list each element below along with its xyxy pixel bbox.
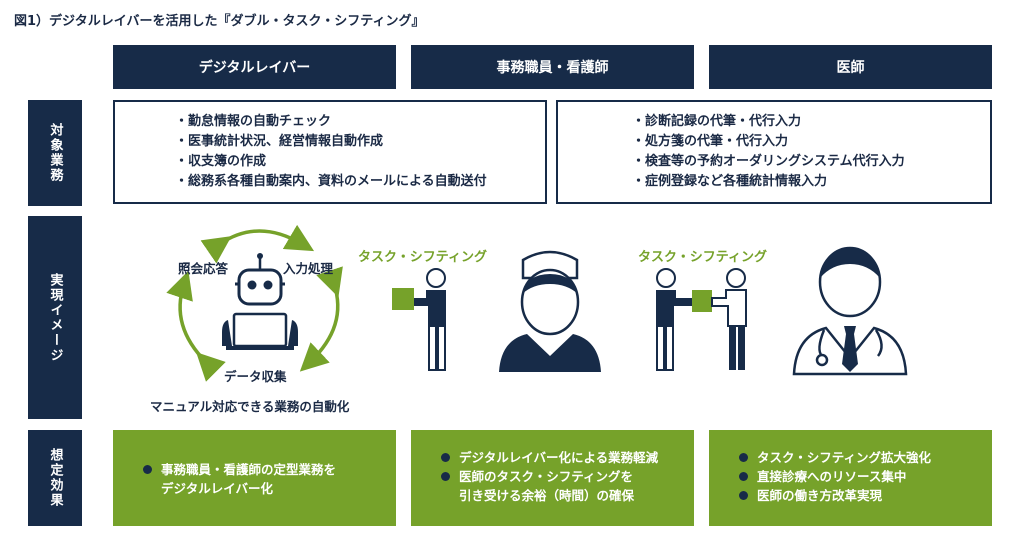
column-header-doctor: 医師 (709, 45, 992, 89)
target-tasks-left-box: ・勤怠情報の自動チェック ・医事統計状況、経営情報自動作成 ・収支簿の作成 ・総… (113, 100, 547, 204)
target-task-item: ・医事統計状況、経営情報自動作成 (175, 134, 384, 149)
row-header-target-tasks: 対象業務 (28, 100, 82, 206)
robot-cycle-illustration (166, 224, 343, 382)
effect-text: 医師のタスク・シフティングを (459, 469, 634, 484)
effect-text: 引き受ける余裕（時間）の確保 (459, 488, 635, 503)
cycle-arrow-right-icon (299, 266, 343, 372)
cycle-arrow-top-icon (200, 224, 315, 264)
target-task-item: ・勤怠情報の自動チェック (175, 114, 332, 129)
effect-box-doctor: タスク・シフティング拡大強化 直接診療へのリソース集中 医師の働き方改革実現 (709, 430, 992, 526)
person-handing-box-icon (392, 268, 446, 371)
target-task-item: ・総務系各種自動案内、資料のメールによる自動送付 (175, 174, 487, 189)
robot-label-data-collection: データ収集 (224, 369, 287, 384)
target-task-item: ・処方箋の代筆・代行入力 (632, 134, 789, 149)
effect-box-staff-nurse: デジタルレイバー化による業務軽減 医師のタスク・シフティングを 引き受ける余裕（… (411, 430, 694, 526)
bullet-icon (739, 453, 748, 462)
effect-text: デジタルレイバー化 (161, 481, 274, 496)
effect-text: 医師の働き方改革実現 (757, 488, 883, 503)
nurse-icon (499, 250, 601, 372)
effect-item: 直接診療へのリソース集中 (739, 467, 931, 486)
effect-box-digital-labor: 事務職員・看護師の定型業務を デジタルレイバー化 (113, 430, 396, 526)
target-task-item: ・診断記録の代筆・代行入力 (632, 114, 802, 129)
column-header-digital-labor: デジタルレイバー (113, 45, 396, 89)
bullet-icon (441, 453, 450, 462)
doctor-icon (792, 246, 908, 376)
row-header-image: 実現イメージ (28, 216, 82, 419)
column-header-staff-nurse: 事務職員・看護師 (411, 45, 694, 89)
bullet-icon (739, 491, 748, 500)
bullet-icon (739, 472, 748, 481)
row-header-effects: 想定効果 (28, 430, 82, 526)
bullet-icon (441, 472, 450, 481)
effect-text: 事務職員・看護師の定型業務を (161, 462, 337, 477)
robot-label-input: 入力処理 (283, 261, 334, 276)
robot-label-inquiry: 照会応答 (178, 261, 229, 276)
figure-title: 図1）デジタルレイバーを活用した『ダブル・タスク・シフティング』 (14, 14, 425, 29)
task-shifting-label-2: タスク・シフティング (638, 250, 767, 265)
cycle-arrow-left-icon (166, 270, 226, 382)
row-header-label: 実現イメージ (47, 272, 63, 363)
effect-text: デジタルレイバー化による業務軽減 (459, 450, 659, 465)
two-people-handing-box-icon (656, 268, 747, 371)
effect-item: 医師のタスク・シフティングを (441, 467, 658, 486)
row-header-label: 想定効果 (47, 448, 63, 508)
target-task-item: ・症例登録など各種統計情報入力 (632, 174, 828, 189)
bullet-icon (143, 465, 152, 474)
effect-text: タスク・シフティング拡大強化 (757, 450, 932, 465)
target-tasks-right-box: ・診断記録の代筆・代行入力 ・処方箋の代筆・代行入力 ・検査等の予約オーダリング… (556, 100, 992, 204)
task-shifting-label-1: タスク・シフティング (358, 250, 487, 265)
effect-item: 事務職員・看護師の定型業務を (143, 460, 336, 479)
target-task-item: ・検査等の予約オーダリングシステム代行入力 (632, 154, 905, 169)
effect-item-continued: 引き受ける余裕（時間）の確保 (441, 486, 658, 505)
row-header-label: 対象業務 (47, 123, 63, 183)
effect-item: タスク・シフティング拡大強化 (739, 448, 931, 467)
robot-caption: マニュアル対応できる業務の自動化 (150, 399, 350, 414)
effect-text: 直接診療へのリソース集中 (757, 469, 907, 484)
effect-item: 医師の働き方改革実現 (739, 486, 931, 505)
effect-item: デジタルレイバー化による業務軽減 (441, 448, 658, 467)
effect-item-continued: デジタルレイバー化 (143, 479, 336, 498)
target-task-item: ・収支簿の作成 (175, 154, 267, 169)
